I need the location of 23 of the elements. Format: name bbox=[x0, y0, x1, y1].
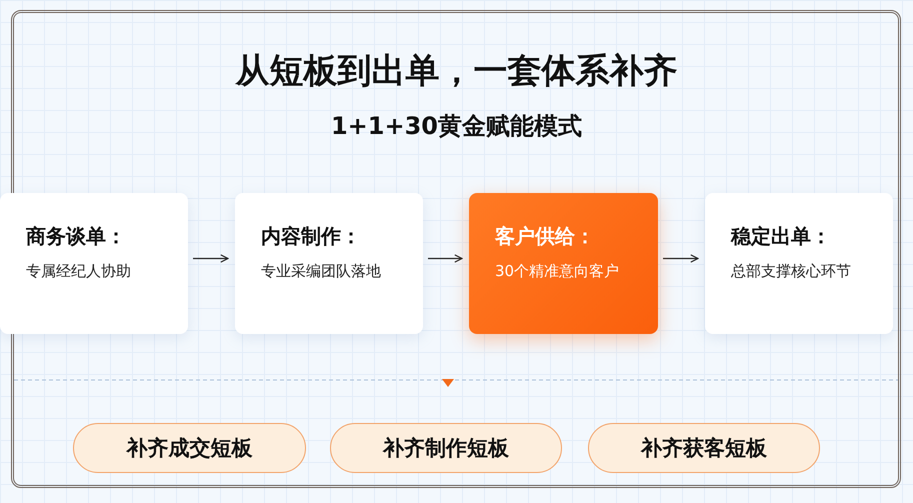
pill-text: 补齐制作短板 bbox=[383, 435, 509, 462]
step-card bbox=[705, 193, 893, 334]
card-heading: 稳定出单： bbox=[731, 223, 831, 250]
card-text: 30个精准意向客户 bbox=[495, 261, 620, 282]
subtitle: 1+1+30黄金赋能模式 bbox=[330, 111, 583, 142]
highlight-card bbox=[469, 193, 658, 334]
arrow bbox=[193, 254, 229, 263]
card-text: 专业采编团队落地 bbox=[261, 261, 381, 282]
card-text: 专属经纪人协助 bbox=[26, 261, 131, 282]
arrow bbox=[428, 254, 463, 263]
step-card bbox=[0, 193, 188, 334]
step-card bbox=[235, 193, 423, 334]
arrow bbox=[663, 254, 699, 263]
pill-text: 补齐获客短板 bbox=[641, 435, 767, 462]
tag-pill bbox=[330, 423, 562, 473]
card-heading: 客户供给： bbox=[495, 223, 595, 250]
card-heading: 内容制作： bbox=[261, 223, 361, 250]
pill-text: 补齐成交短板 bbox=[126, 435, 252, 462]
title: 从短板到出单，一套体系补齐 bbox=[234, 50, 678, 93]
card-text: 总部支撑核心环节 bbox=[731, 261, 851, 282]
tag-pill bbox=[588, 423, 820, 473]
tag-pill bbox=[73, 423, 306, 473]
card-heading: 商务谈单： bbox=[26, 223, 126, 250]
